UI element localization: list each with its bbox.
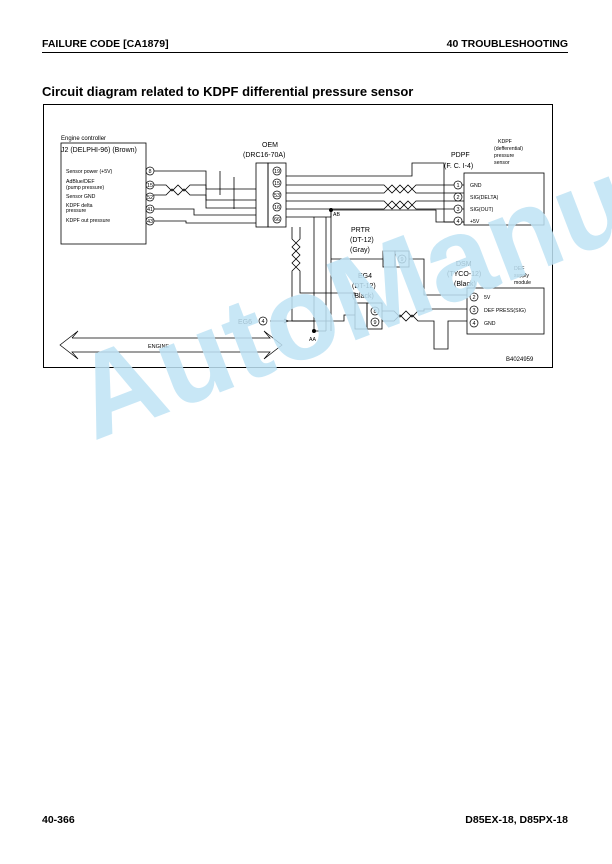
- eg4-name: EG4: [358, 273, 372, 280]
- signal-adblue: AdBlue/DEF: [66, 179, 95, 185]
- header-rule: [42, 52, 568, 53]
- oem-connector: (DRC16-70A): [243, 152, 285, 159]
- oem-pin-53: 53: [274, 193, 280, 199]
- oem-pin-block: [267, 162, 287, 228]
- eg4-color: (Black): [352, 293, 374, 300]
- pdpf-signal-delta: SIG(DELTA): [470, 195, 499, 201]
- eg4-pin-9: 9: [373, 320, 376, 326]
- dsm-box: [466, 287, 545, 335]
- dsm-signal-def-press: DEF PRESS(SIG): [484, 308, 526, 314]
- eg4-pin-block: [366, 302, 383, 330]
- pdpf-box: [463, 172, 545, 226]
- model-name: D85EX-18, D85PX-18: [465, 814, 568, 826]
- header-failure-code: FAILURE CODE [CA1879]: [42, 38, 169, 50]
- pdpf-signal-gnd: GND: [470, 183, 482, 189]
- j2-pin-41: 41: [147, 207, 153, 213]
- pdpf-pin-2: 2: [456, 195, 459, 201]
- dsm-desc-2: supply: [514, 273, 529, 279]
- pdpf-desc-2: (defferential): [494, 146, 523, 152]
- engine-label: ENGINE: [148, 344, 169, 350]
- oem-pin-19: 19: [274, 169, 280, 175]
- signal-pump-pressure: (pump pressure): [66, 185, 104, 191]
- prtr-connector: (DT-12): [350, 237, 374, 244]
- pdpf-connector: (F. C. I-4): [444, 163, 473, 170]
- page-title: Circuit diagram related to KDPF differen…: [42, 84, 414, 99]
- eg4-pin-8: 8: [373, 309, 376, 315]
- eg6-pin-4: 4: [261, 319, 264, 325]
- dsm-signal-5v: 5V: [484, 295, 491, 301]
- prtr-pin-9: 9: [400, 257, 403, 263]
- eg6-name: EG6: [238, 319, 252, 326]
- dsm-color: (Black): [454, 281, 476, 288]
- pdpf-signal-out: SIG(OUT): [470, 207, 494, 213]
- dsm-pin-4: 4: [472, 321, 475, 327]
- circuit-svg: Engine controller J2 (DELPHI-96) (Brown)…: [59, 136, 545, 363]
- signal-kdpf-delta: KDPF delta: [66, 203, 93, 209]
- pdpf-pin-3: 3: [456, 207, 459, 213]
- oem-name: OEM: [262, 142, 278, 149]
- j2-connector-label: J2 (DELPHI-96) (Brown): [61, 147, 137, 154]
- dsm-desc-3: module: [514, 280, 531, 286]
- header-section: 40 TROUBLESHOOTING: [446, 38, 568, 50]
- j2-pin-15: 15: [147, 183, 153, 189]
- oem-pin-66: 66: [274, 217, 280, 223]
- pdpf-pin-1: 1: [456, 183, 459, 189]
- dsm-pin-3: 3: [472, 308, 475, 314]
- prtr-name: PRTR: [351, 227, 370, 234]
- j2-pin-8: 8: [148, 169, 151, 175]
- dsm-connector: (TYCO-12): [447, 271, 481, 278]
- prtr-color: (Gray): [350, 247, 370, 254]
- pdpf-signal-5v: +5V: [470, 219, 480, 225]
- pdpf-desc-1: KDPF: [498, 139, 512, 145]
- oem-pin-15: 15: [274, 181, 280, 187]
- joint-aa: AA: [309, 337, 316, 343]
- page-number: 40-366: [42, 814, 75, 826]
- signal-kdpf-out: KDPF out pressure: [66, 218, 110, 224]
- pdpf-desc-4: sensor: [494, 160, 510, 166]
- pdpf-desc-3: pressure: [494, 153, 514, 159]
- circuit-diagram: Engine controller J2 (DELPHI-96) (Brown)…: [43, 104, 553, 368]
- dsm-desc-1: DEF: [514, 266, 524, 272]
- pdpf-pin-4: 4: [456, 219, 459, 225]
- eg4-connector: (DT-12): [352, 283, 376, 290]
- oem-pin-16: 16: [274, 205, 280, 211]
- figure-id: B4024959: [506, 357, 534, 363]
- signal-kdpf-delta-2: pressure: [66, 208, 86, 214]
- dsm-name: DSM: [456, 261, 472, 268]
- engine-controller-label: Engine controller: [61, 136, 106, 142]
- engine-controller-box: [60, 142, 147, 245]
- oem-housing: [255, 162, 269, 228]
- pdpf-name: PDPF: [451, 152, 470, 159]
- signal-sensor-gnd: Sensor GND: [66, 194, 96, 200]
- joint-ab: AB: [333, 212, 340, 218]
- j2-pin-43: 43: [147, 219, 153, 225]
- dsm-signal-gnd: GND: [484, 321, 496, 327]
- signal-sensor-power: Sensor power (+5V): [66, 169, 113, 175]
- dsm-pin-2: 2: [472, 295, 475, 301]
- j2-pin-52: 52: [147, 195, 153, 201]
